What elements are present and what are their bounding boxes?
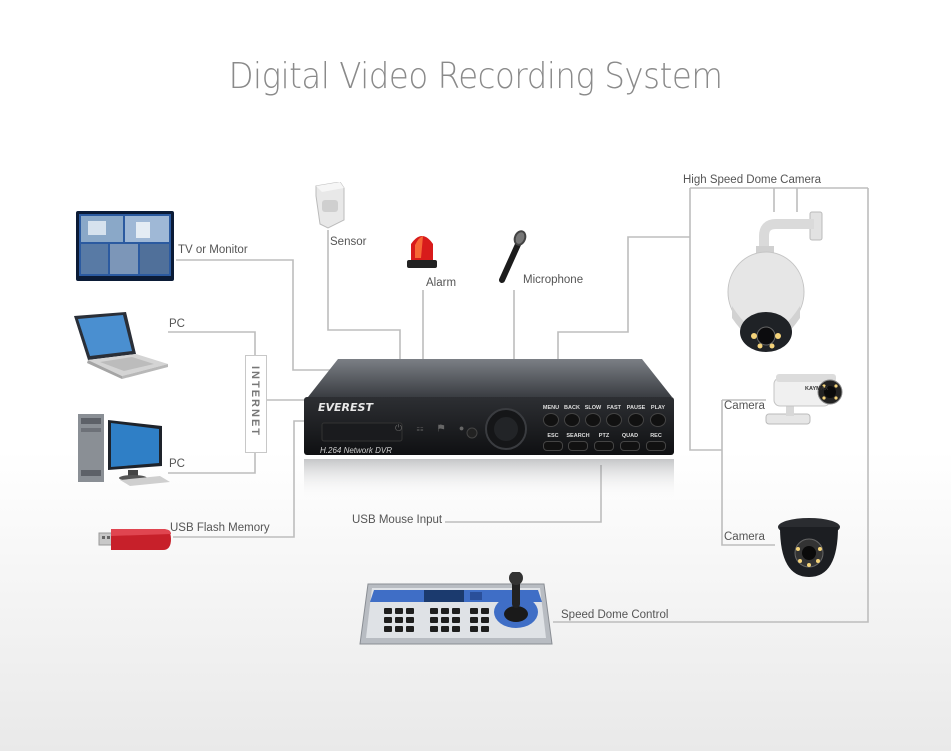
usb-flash-label: USB Flash Memory	[170, 522, 270, 534]
tv-label: TV or Monitor	[178, 244, 248, 256]
dome-camera	[776, 513, 842, 584]
dvr-button-play[interactable]: PLAY	[650, 405, 666, 427]
microphone-label: Microphone	[523, 274, 584, 286]
laptop-pc	[70, 312, 170, 385]
dvr-model: H.264 Network DVR	[320, 446, 393, 455]
bullet-camera	[764, 370, 844, 433]
dvr-button-fast[interactable]: FAST	[606, 405, 622, 427]
usb-mouse-label: USB Mouse Input	[352, 514, 443, 526]
usb-flash-drive	[97, 524, 173, 561]
dvr-button-search[interactable]: SEARCH	[566, 433, 590, 451]
tv-monitor	[76, 211, 176, 288]
dvr-button-pause[interactable]: PAUSE	[627, 405, 645, 427]
dvr-button-quad[interactable]: QUAD	[619, 433, 641, 451]
dvr-button-back[interactable]: BACK	[564, 405, 580, 427]
dvr-unit	[300, 355, 676, 510]
pc-label-1: PC	[169, 318, 185, 330]
desktop-pc	[76, 410, 172, 491]
dvr-button-menu[interactable]: MENU	[543, 405, 559, 427]
dvr-led-icons: ⏻ ☷ ⚑ ●	[395, 423, 471, 433]
sensor-device	[314, 181, 346, 235]
alarm-light	[405, 230, 439, 275]
speed-dome-label: Speed Dome Control	[561, 609, 669, 621]
dome-camera-label: High Speed Dome Camera	[683, 174, 822, 186]
sensor-label: Sensor	[330, 236, 367, 248]
camera-label-1: Camera	[724, 400, 765, 412]
microphone-device	[496, 228, 530, 289]
dvr-button-rec[interactable]: REC	[645, 433, 667, 451]
speed-dome-controller	[358, 571, 554, 653]
pc-label-2: PC	[169, 458, 185, 470]
internet-box	[245, 355, 267, 453]
alarm-label: Alarm	[426, 277, 457, 289]
camera-label-2: Camera	[724, 531, 765, 543]
dvr-button-esc[interactable]: ESC	[543, 433, 563, 451]
internet-label: INTERNET	[249, 366, 261, 437]
dvr-top-buttons: MENU BACK SLOW FAST PAUSE PLAY	[543, 405, 666, 427]
dvr-bottom-buttons: ESC SEARCH PTZ QUAD REC	[543, 433, 667, 451]
camera-brand: KAYMAX	[805, 386, 829, 392]
dvr-button-slow[interactable]: SLOW	[585, 405, 601, 427]
dvr-button-ptz[interactable]: PTZ	[593, 433, 615, 451]
high-speed-dome-camera	[724, 210, 828, 363]
dvr-brand: EVEREST	[318, 401, 373, 414]
diagram-title: Digital Video Recording System	[228, 56, 723, 97]
